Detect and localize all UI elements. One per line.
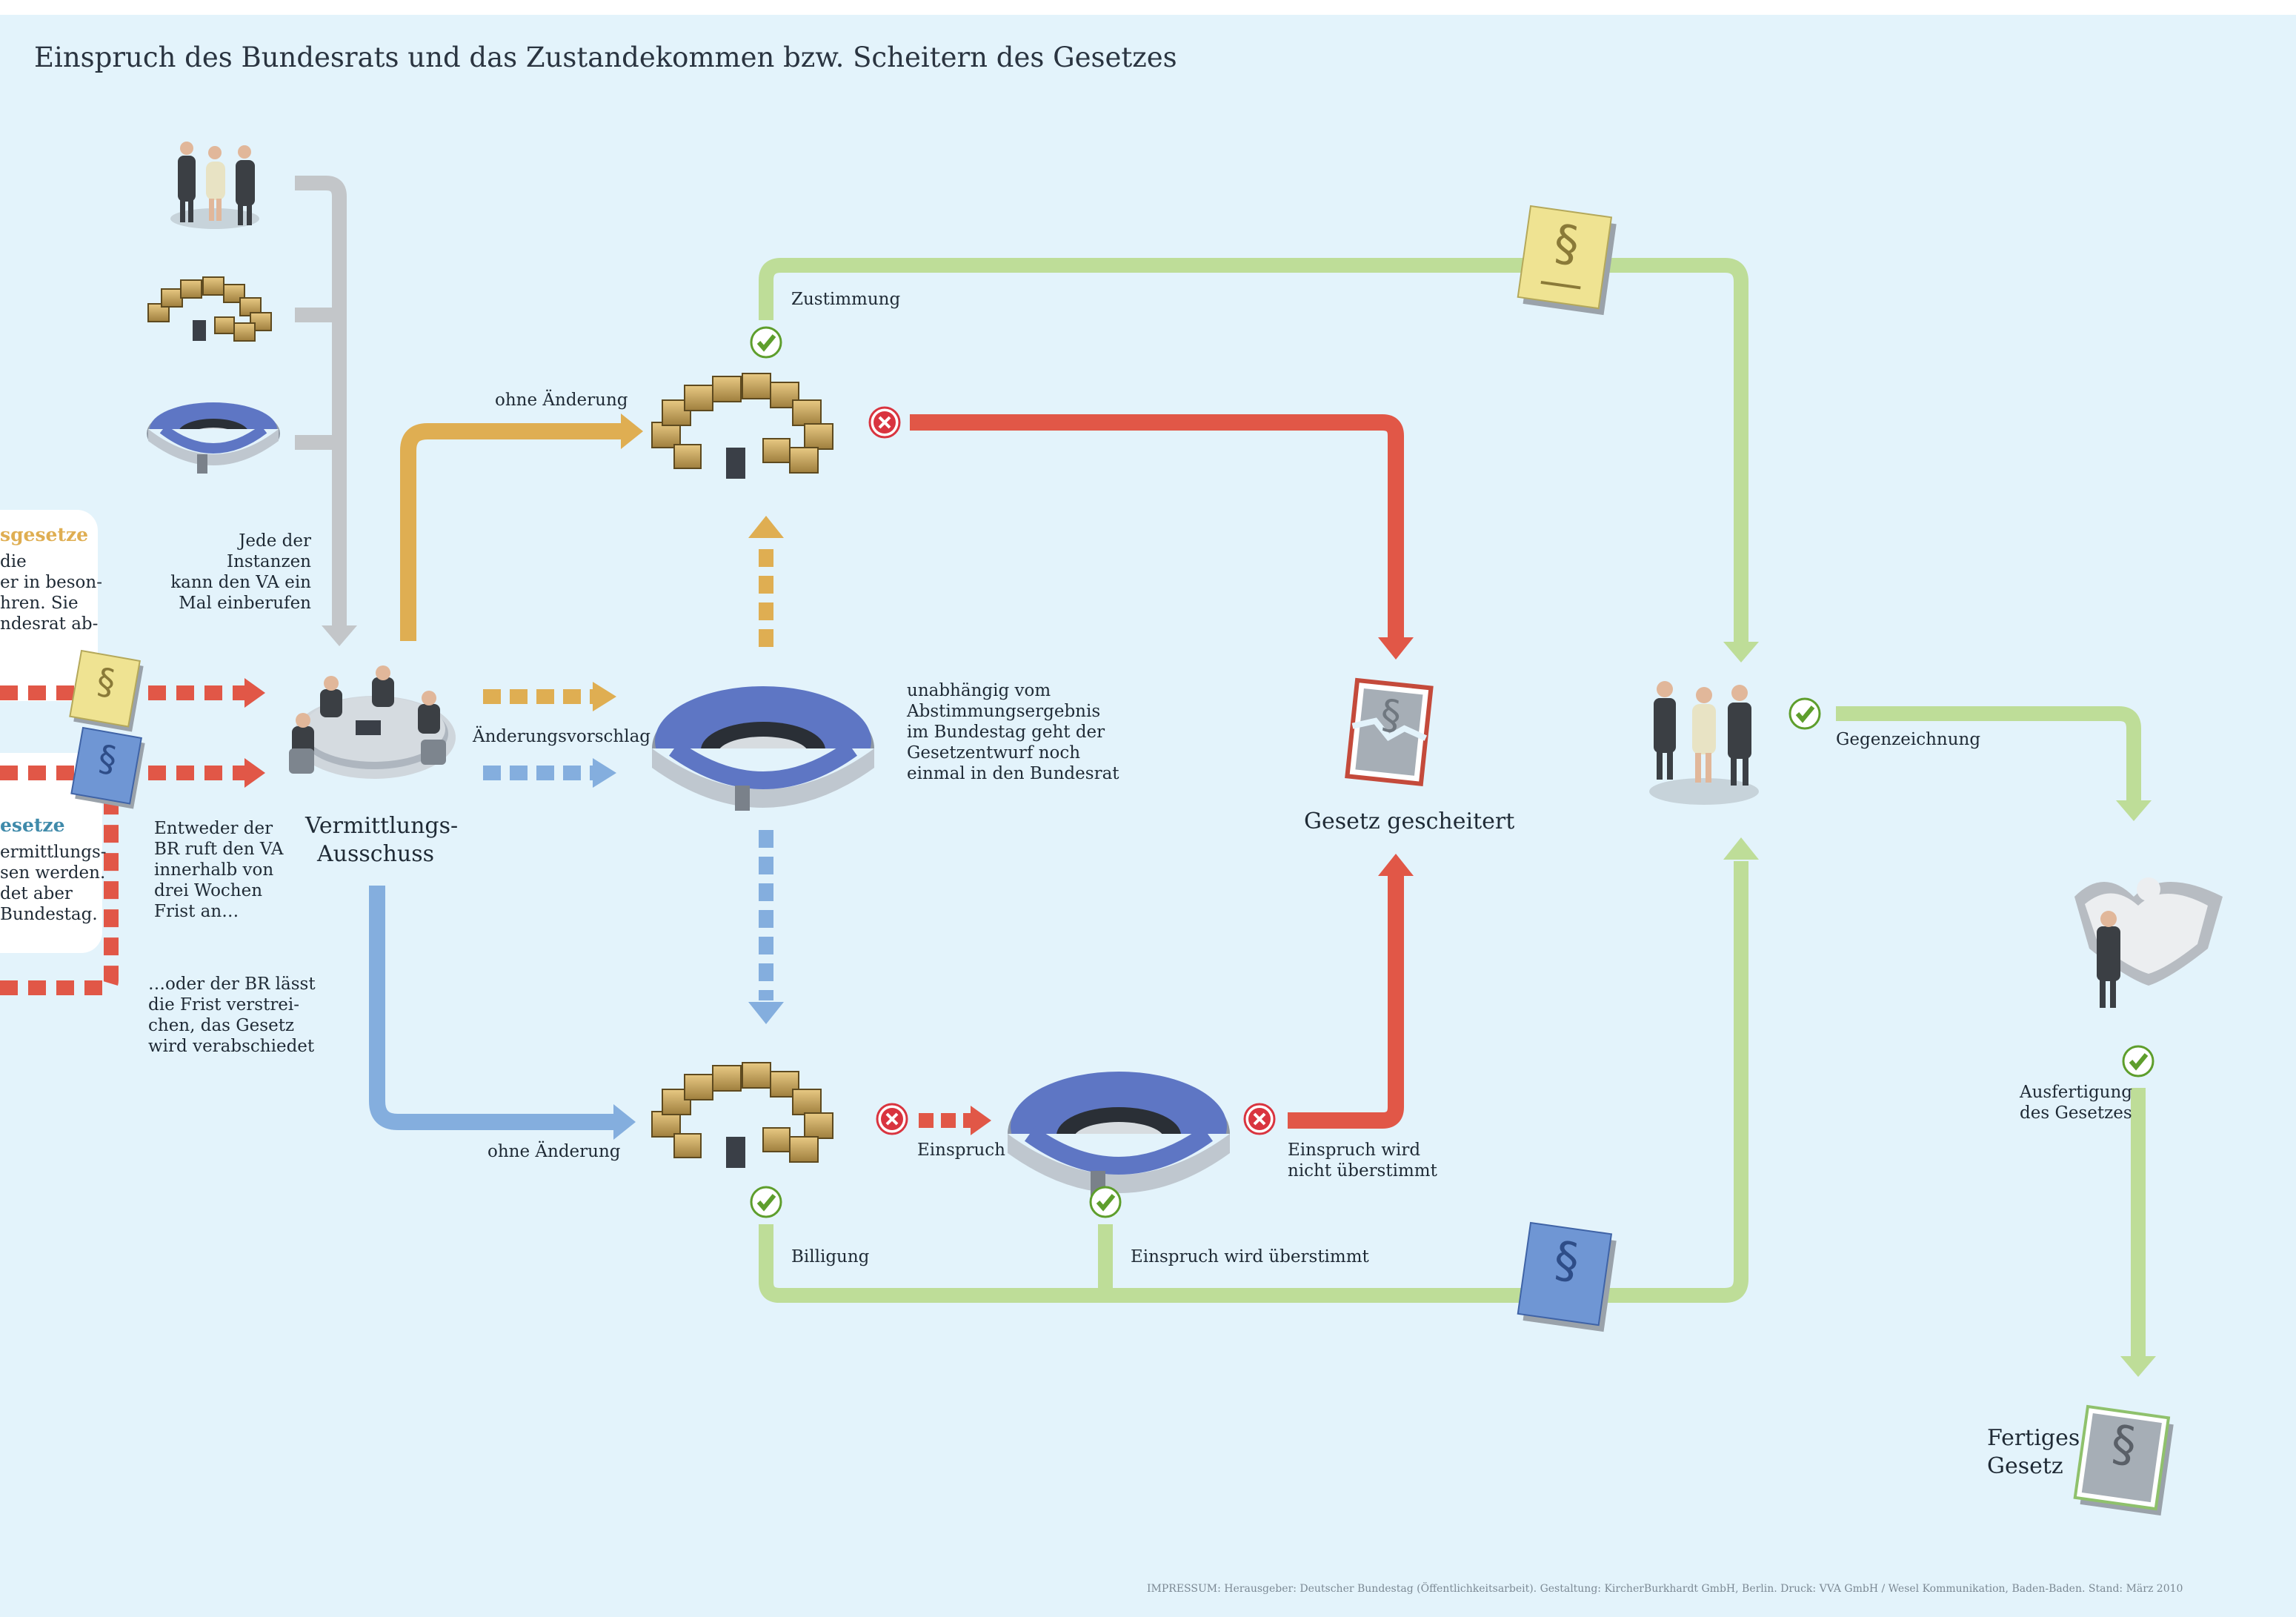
torn-document-icon: § <box>1345 677 1434 787</box>
red-dashed-einspruch-head <box>971 1106 991 1135</box>
label-zustimmung: Zustimmung <box>791 290 901 309</box>
bundesrat-icon-top <box>651 373 833 479</box>
red-arrow-top <box>910 414 1404 639</box>
green-arrowhead-billigung <box>1723 837 1759 860</box>
red-arrowhead-left-2 <box>244 758 265 788</box>
red-arrow-bottom <box>1288 874 1404 1129</box>
blue-dashed-down-head <box>748 1002 784 1024</box>
document-icon-left-yellow: § <box>69 649 144 732</box>
committee-icon <box>289 665 456 779</box>
people-icon-right <box>1649 681 1759 805</box>
label-fertiges-gesetz: Fertiges Gesetz <box>1987 1425 2080 1479</box>
check-icon <box>2122 1045 2154 1078</box>
label-instanzen: Jede der Instanzen kann den VA ein Mal e… <box>170 531 311 613</box>
people-icon <box>170 142 259 229</box>
cross-icon <box>876 1103 908 1135</box>
green-arrow-gegenzeichnung <box>1836 706 2141 802</box>
left-box-top-heading: sgesetze <box>0 524 89 545</box>
check-icon <box>1788 697 1821 730</box>
document-icon-blue-bottom: § <box>1517 1221 1617 1332</box>
document-icon-final: § <box>2073 1404 2174 1516</box>
president-icon <box>2097 911 2120 1008</box>
green-arrowhead-ausfertigung <box>2120 1356 2156 1377</box>
grey-arrowhead <box>322 625 357 646</box>
orange-arrow-top <box>400 423 622 641</box>
blue-arrowhead-bottom <box>613 1104 636 1140</box>
diagram-background <box>0 15 2296 1617</box>
green-arrow-billigung <box>759 861 1748 1303</box>
label-aenderungsvorschlag: Änderungsvorschlag <box>473 727 651 746</box>
label-unabhaengig: unabhängig vom Abstimmungsergebnis im Bu… <box>907 681 1119 783</box>
label-gesetz-gescheitert: Gesetz gescheitert <box>1304 808 1515 834</box>
green-arrowhead-zustimmung <box>1723 642 1759 663</box>
bundesrat-icon-small <box>147 276 272 342</box>
left-box-top-text: die er in beson- hren. Sie ndesrat ab- <box>0 552 102 634</box>
label-oder: …oder der BR lässt die Frist verstrei- c… <box>148 974 316 1056</box>
orange-dashed-up-head <box>748 516 784 538</box>
label-einspruch-ueberstimmt: Einspruch wird überstimmt <box>1131 1247 1369 1266</box>
label-einspruch-nicht-ueberstimmt: Einspruch wird nicht überstimmt <box>1288 1140 1437 1181</box>
red-arrowhead-top <box>1378 637 1414 660</box>
bundesrat-icon-bottom <box>651 1062 833 1168</box>
blue-dashed-vorschlag-head <box>593 758 616 788</box>
document-symbol: § <box>1379 691 1403 739</box>
orange-arrowhead-top <box>621 414 643 449</box>
label-billigung: Billigung <box>791 1247 870 1266</box>
cross-icon <box>1243 1103 1276 1135</box>
green-arrow-zustimmung <box>759 258 1748 645</box>
orange-dashed-vorschlag-head <box>593 682 616 711</box>
check-icon <box>1089 1186 1122 1218</box>
label-ohne-aenderung-top: ohne Änderung <box>495 391 628 410</box>
check-icon <box>750 326 782 359</box>
label-gegenzeichnung: Gegenzeichnung <box>1836 730 1981 749</box>
red-dashed-left-arrows <box>0 685 244 995</box>
check-icon <box>750 1186 782 1218</box>
bundestag-icon-middle <box>652 686 874 823</box>
red-arrowhead-left-1 <box>244 678 265 708</box>
green-arrowhead-gegenzeichnung <box>2116 800 2152 821</box>
bundestag-icon-small <box>147 402 280 474</box>
grey-bracket-arrow <box>295 176 347 631</box>
cross-icon <box>868 406 901 439</box>
red-arrowhead-bottom <box>1378 854 1414 876</box>
document-icon-left-blue: § <box>70 726 145 809</box>
footer-impressum: IMPRESSUM: Herausgeber: Deutscher Bundes… <box>1147 1583 2183 1595</box>
label-ausfertigung: Ausfertigung des Gesetzes <box>2020 1083 2133 1123</box>
label-entweder: Entweder der BR ruft den VA innerhalb vo… <box>154 819 284 921</box>
blue-arrow-bottom <box>369 886 615 1130</box>
bundestag-icon-bottom <box>1008 1072 1230 1208</box>
page-title: Einspruch des Bundesrats und das Zustand… <box>34 41 1177 73</box>
left-box-bottom-text: ermittlungs- sen werden. det aber Bundes… <box>0 843 107 924</box>
left-box-bottom-heading: esetze <box>0 814 65 836</box>
label-vermittlungsausschuss: Vermittlungs- Ausschuss <box>305 813 459 867</box>
label-ohne-aenderung-bottom: ohne Änderung <box>488 1142 621 1161</box>
label-einspruch: Einspruch <box>917 1140 1005 1160</box>
document-icon-green-top: § <box>1517 205 1617 316</box>
